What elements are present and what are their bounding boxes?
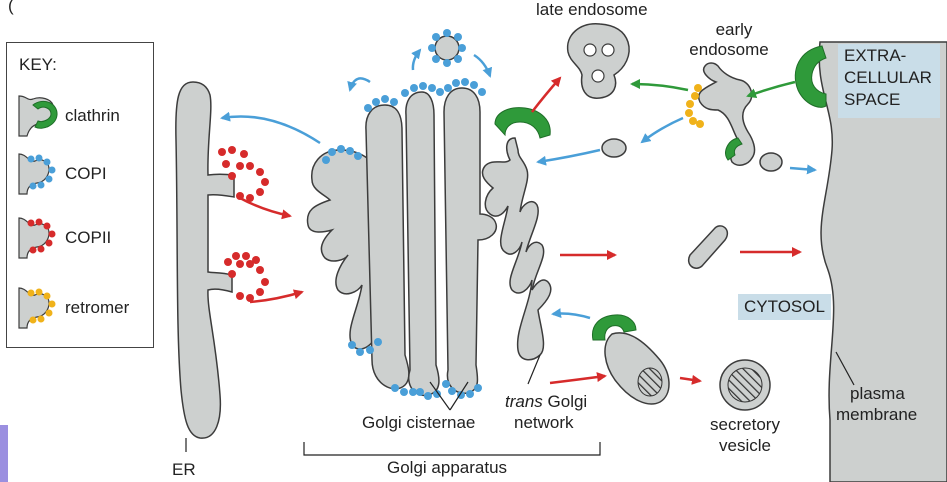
label-er: ER <box>172 460 196 479</box>
late-endosome-vesicle <box>601 43 615 57</box>
label-network: network <box>514 413 574 432</box>
cytosol-transport-vesicle <box>688 225 729 269</box>
key-label-copi: COPI <box>65 164 107 183</box>
key-label-copii: COPII <box>65 228 112 247</box>
golgi-cisterna-2 <box>365 104 410 390</box>
clathrin-coat-tgn <box>494 107 551 139</box>
copi-coats-golgi <box>322 78 486 400</box>
golgi-cis-cisterna <box>306 149 379 350</box>
key-row-copii: COPII <box>7 213 155 263</box>
label-vesicle: vesicle <box>719 436 771 455</box>
label-trans-golgi-word: Golgi <box>542 392 588 411</box>
early-endosome <box>698 62 756 166</box>
retromer-coat <box>685 84 704 128</box>
secretory-vesicle-cargo <box>727 367 763 403</box>
immature-secretory-vesicle <box>604 332 670 405</box>
clathrin-coat-secretory-precursor <box>591 314 637 341</box>
label-trans-golgi: trans Golgi <box>505 392 587 412</box>
transport-vesicle <box>601 138 627 158</box>
clathrin-coat-early-endosome <box>725 137 743 161</box>
label-extracellular-3: SPACE <box>844 90 901 109</box>
label-extracellular-2: CELLULAR <box>844 68 932 87</box>
arrows-green <box>630 79 796 98</box>
header-fragment: ( <box>8 0 14 15</box>
copii-coat-lower <box>224 252 269 302</box>
copi-key-icon <box>18 153 56 195</box>
golgi-cisterna-4 <box>443 87 498 394</box>
extracellular-space-label-box: EXTRA- CELLULAR SPACE <box>838 44 940 118</box>
label-secretory: secretory <box>710 415 780 434</box>
arrows-blue <box>220 48 817 320</box>
key-row-copi: COPI <box>7 149 155 199</box>
late-endosome-vesicle <box>591 69 605 83</box>
er-membrane <box>175 81 235 439</box>
key-title: KEY: <box>19 55 57 74</box>
arrows-red <box>239 76 802 385</box>
clathrin-coat-plasma-membrane <box>794 45 827 108</box>
key-label-clathrin: clathrin <box>65 106 120 125</box>
label-extracellular-1: EXTRA- <box>844 46 907 65</box>
leader-lines <box>185 351 855 456</box>
label-membrane: membrane <box>836 405 918 424</box>
copii-coat-upper <box>218 146 269 202</box>
golgi-cisterna-3 <box>405 91 440 397</box>
key-row-retromer: retromer <box>7 283 155 333</box>
copii-key-icon <box>18 217 56 259</box>
label-plasma: plasma <box>850 384 905 403</box>
label-trans-italic: trans <box>505 392 543 411</box>
key-row-clathrin: clathrin <box>7 91 155 141</box>
key-legend: KEY: clathrin COPI COPII retromer <box>6 42 154 348</box>
retromer-key-icon <box>18 287 56 329</box>
label-golgi-apparatus: Golgi apparatus <box>387 458 508 477</box>
immature-vesicle-cargo <box>637 367 663 397</box>
label-cytosol: CYTOSOL <box>738 294 831 320</box>
clathrin-key-icon <box>18 95 58 137</box>
copi-vesicle-coat <box>428 29 466 67</box>
late-endosome <box>566 23 630 99</box>
label-early: early <box>715 20 753 39</box>
label-golgi-cisternae: Golgi cisternae <box>362 413 476 432</box>
left-edge-strip <box>0 425 8 482</box>
late-endosome-vesicle <box>583 43 597 57</box>
label-late-endosome: late endosome <box>536 0 648 19</box>
endosome-vesicle <box>759 152 783 172</box>
trans-golgi-network <box>481 137 552 361</box>
label-endosome: endosome <box>689 40 769 59</box>
key-label-retromer: retromer <box>65 298 130 317</box>
